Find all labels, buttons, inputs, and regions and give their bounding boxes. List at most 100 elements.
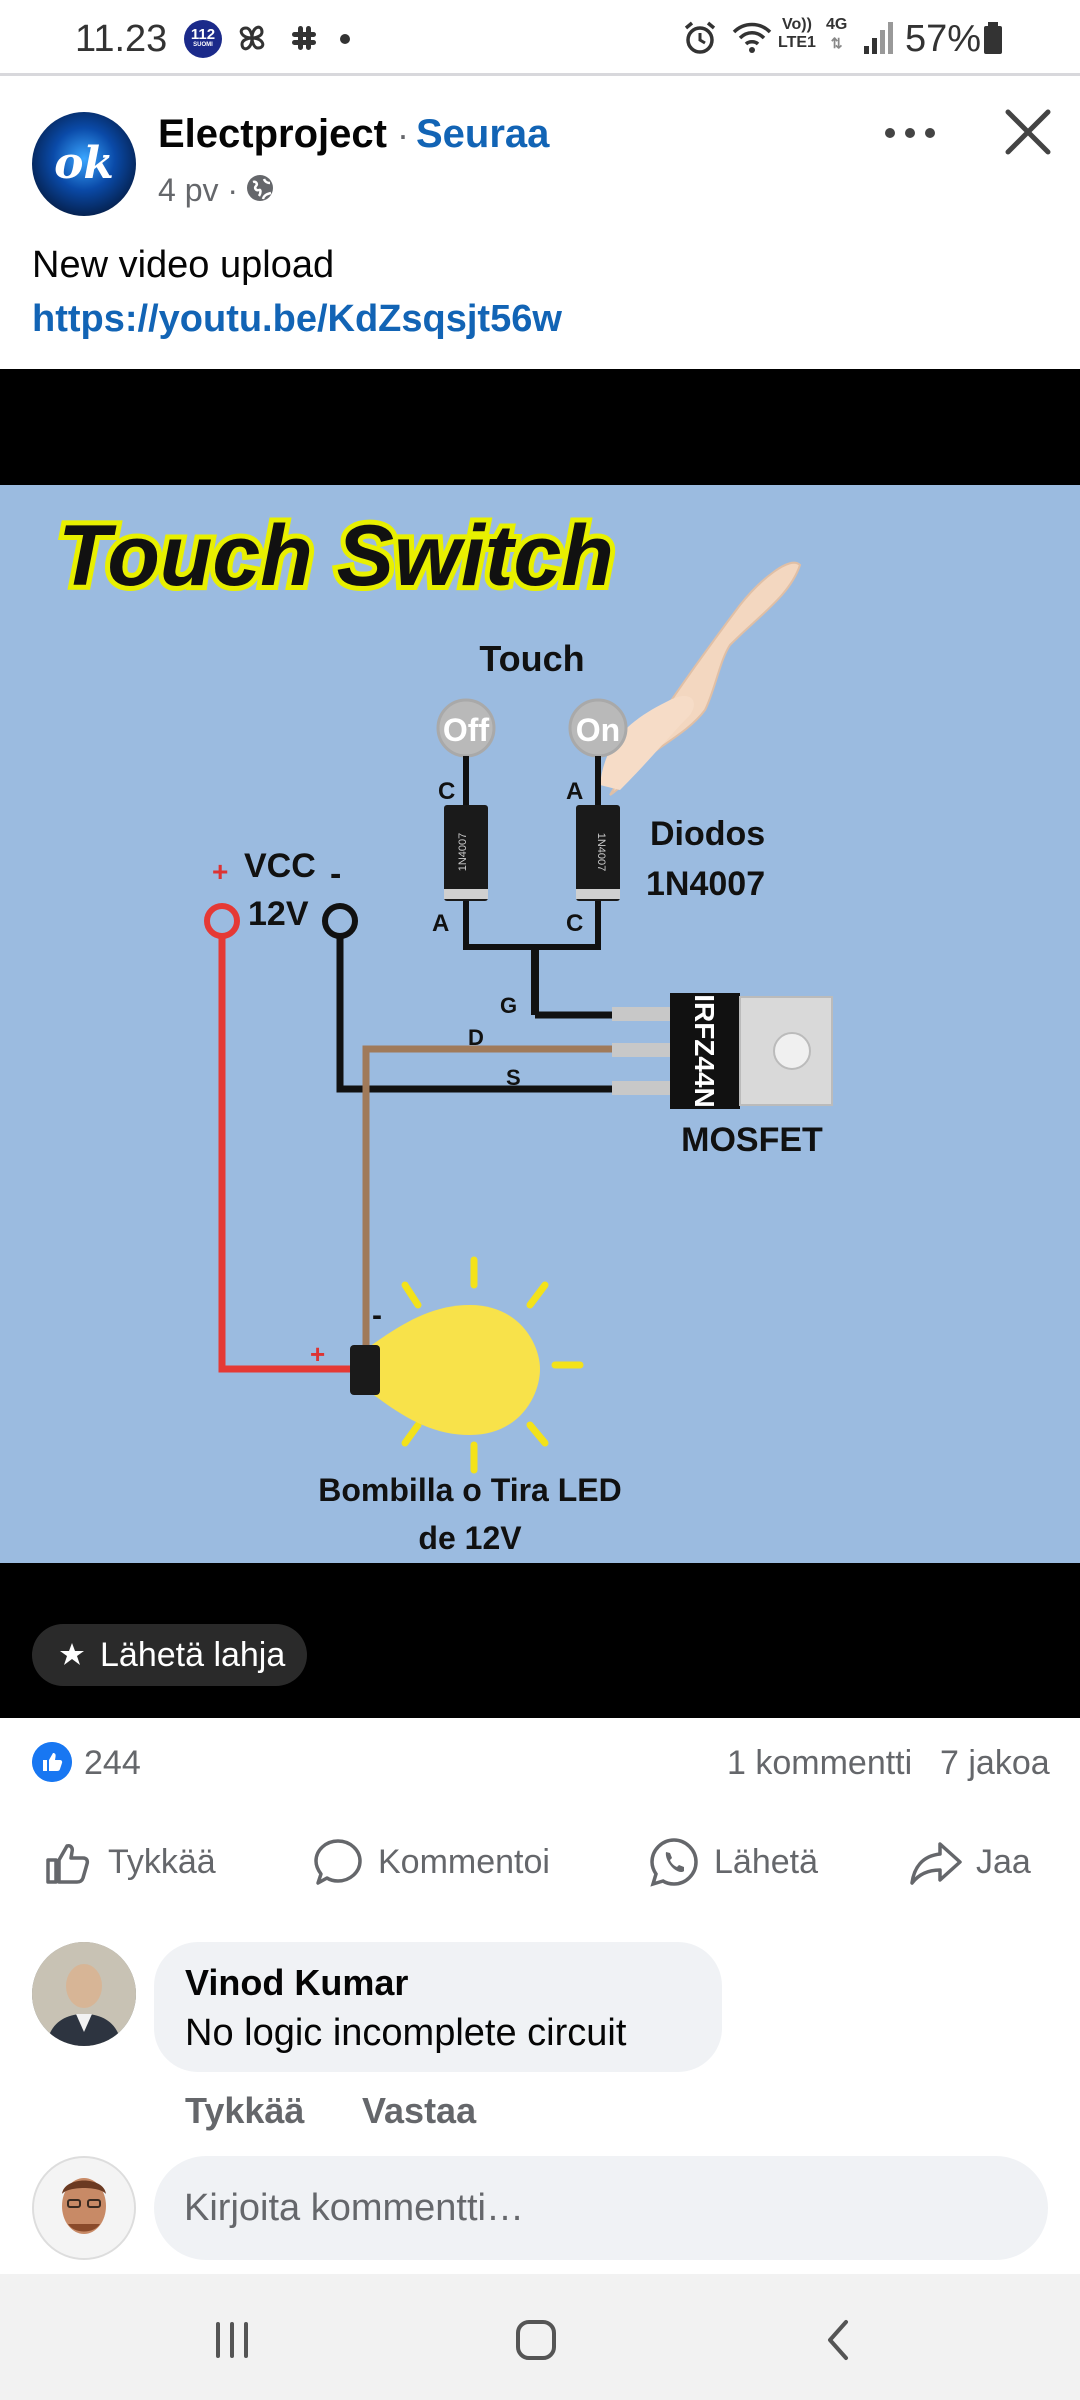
finger-icon	[600, 695, 694, 790]
diode-off-a: A	[432, 910, 449, 937]
page-avatar-logo: ok	[54, 138, 114, 189]
close-icon[interactable]	[1002, 106, 1054, 158]
bulb-label-1: Bombilla o Tira LED	[318, 1472, 621, 1508]
vcc-plus: +	[212, 856, 228, 887]
like-button[interactable]: Tykkää	[40, 1830, 216, 1894]
send-gift-label: Lähetä lahja	[100, 1636, 286, 1674]
gate-label: G	[500, 993, 517, 1018]
status-time: 11.23	[75, 18, 168, 60]
notification-dot	[340, 34, 350, 44]
thumbs-up-icon	[46, 1844, 90, 1884]
comment-text: No logic incomplete circuit	[185, 2012, 627, 2054]
slack-icon	[292, 26, 316, 50]
diodos-part: 1N4007	[646, 865, 765, 903]
diode-off-part: 1N4007	[457, 833, 469, 872]
drain-label: D	[468, 1025, 484, 1050]
vcc-negative-terminal	[322, 903, 358, 939]
diodos-label: Diodos	[650, 815, 765, 853]
post-text: New video upload	[32, 244, 335, 286]
share-button-label: Jaa	[976, 1842, 1031, 1881]
post-age: 4 pv ·	[158, 172, 239, 208]
share-arrow-icon	[910, 1842, 962, 1885]
data-arrows-icon: ⇅	[830, 35, 843, 51]
share-button[interactable]: Jaa	[908, 1830, 1031, 1894]
diode-on-part: 1N4007	[595, 833, 607, 872]
vcc-positive-terminal	[204, 903, 240, 939]
diode-on-a: A	[566, 778, 583, 805]
comment-input[interactable]	[184, 2156, 1004, 2260]
diode-on-c: C	[566, 910, 583, 937]
post-link[interactable]: https://youtu.be/KdZsqsjt56w	[32, 298, 562, 340]
like-count[interactable]: 244	[84, 1744, 141, 1782]
battery-level: 57%	[905, 18, 982, 60]
send-button-label: Lähetä	[714, 1842, 818, 1881]
gift-icon	[60, 1643, 84, 1665]
alarm-icon	[684, 21, 716, 54]
shares-count[interactable]: 7 jakoa	[940, 1744, 1050, 1782]
comment-bubble	[154, 1942, 722, 2072]
voltage-label: 12V	[248, 895, 309, 933]
whatsapp-icon	[650, 1838, 698, 1887]
mosfet-part: IRFZ44N	[689, 994, 720, 1108]
positive-wire	[218, 936, 360, 1373]
back-icon[interactable]	[810, 2310, 870, 2370]
source-wire	[336, 936, 670, 1093]
signal-icon	[864, 22, 893, 54]
comment-like-button[interactable]: Tykkää	[185, 2090, 305, 2131]
globe-icon	[247, 175, 273, 201]
post-media[interactable]: Touch Switch Touch Off On 1N4007 1N4007 …	[0, 369, 1080, 1718]
like-reaction-icon[interactable]	[32, 1742, 72, 1782]
off-label: Off	[443, 712, 490, 748]
comments-count[interactable]: 1 kommentti	[727, 1744, 913, 1782]
bulb-label-2: de 12V	[418, 1520, 522, 1556]
commenter-avatar[interactable]	[32, 1942, 136, 2046]
page-avatar[interactable]: ok	[32, 112, 136, 216]
page-name[interactable]: Electproject	[158, 112, 387, 156]
diode-on	[576, 805, 620, 901]
network-gen: 4G ⇅	[826, 16, 847, 52]
follow-button[interactable]: Seuraa	[416, 112, 550, 156]
bulb-minus: -	[372, 1299, 382, 1332]
bulb-icon	[350, 1256, 584, 1474]
battery-icon	[984, 22, 1002, 54]
like-button-label: Tykkää	[108, 1842, 216, 1881]
comment-button[interactable]: Kommentoi	[310, 1830, 550, 1894]
comment-bubble-icon	[314, 1839, 362, 1885]
fan-icon	[239, 25, 265, 51]
on-label: On	[576, 712, 620, 748]
send-gift-button[interactable]: Lähetä lahja	[32, 1624, 308, 1686]
emergency-badge-sub: SUOMI	[193, 42, 213, 48]
send-button[interactable]: Lähetä	[646, 1830, 818, 1894]
user-avatar[interactable]	[32, 2156, 136, 2260]
volte-indicator: Vo)) LTE1	[778, 16, 816, 52]
comment-author[interactable]: Vinod Kumar	[185, 1962, 409, 2003]
status-bar: 11.23 112 SUOMI Vo)) LTE1	[0, 0, 1080, 76]
diagram-title: Touch Switch	[58, 508, 614, 604]
vcc-minus: -	[330, 855, 341, 893]
system-nav-bar	[0, 2274, 1080, 2400]
drain-wire	[362, 1045, 670, 1347]
comment-composer[interactable]	[154, 2156, 1048, 2260]
touch-label: Touch	[479, 638, 584, 679]
mosfet	[612, 993, 833, 1109]
diode-off	[444, 805, 488, 901]
wifi-icon	[732, 22, 772, 53]
home-icon[interactable]	[506, 2310, 566, 2370]
network-gen-label: 4G	[826, 16, 848, 33]
volte-bottom: LTE1	[778, 34, 816, 51]
diode-off-c: C	[438, 778, 455, 805]
comment-button-label: Kommentoi	[378, 1842, 550, 1881]
commenter-photo	[32, 1942, 136, 2046]
comment-reply-button[interactable]: Vastaa	[362, 2090, 477, 2131]
emergency-badge: 112 SUOMI	[184, 20, 222, 58]
bulb-plus: +	[310, 1339, 325, 1369]
recent-apps-icon[interactable]	[202, 2310, 262, 2370]
emergency-badge-number: 112	[190, 26, 216, 43]
follow-separator: ·	[397, 114, 409, 155]
source-label: S	[506, 1065, 521, 1090]
volte-top: Vo))	[782, 16, 812, 33]
circuit-diagram: Touch Switch Touch Off On 1N4007 1N4007 …	[0, 485, 1080, 1563]
more-options-icon[interactable]	[880, 118, 940, 148]
user-photo	[34, 2158, 134, 2258]
mosfet-label: MOSFET	[681, 1121, 823, 1159]
